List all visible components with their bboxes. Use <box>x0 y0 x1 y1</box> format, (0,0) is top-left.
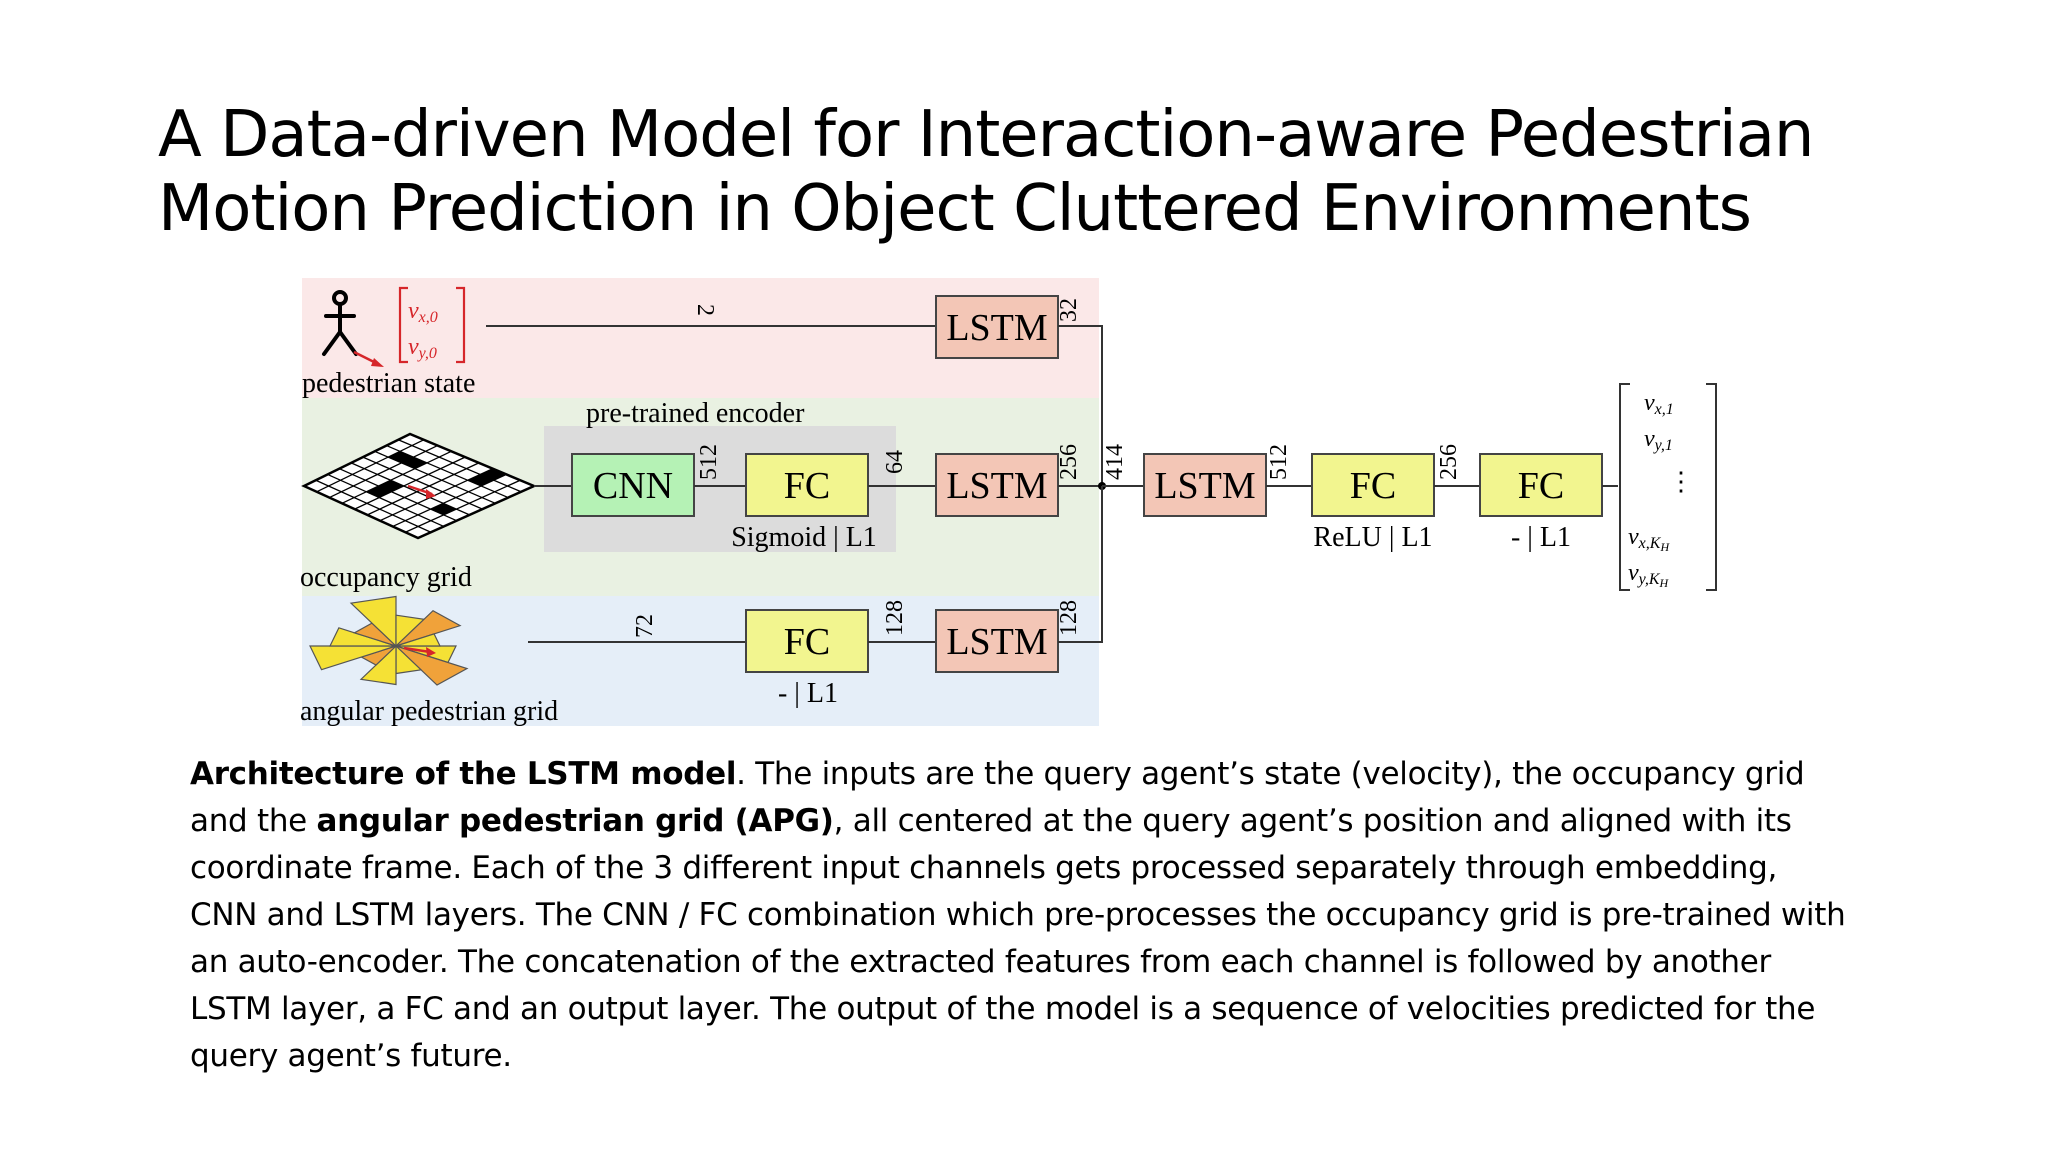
lstm-block-label: LSTM <box>946 307 1047 349</box>
slide-title: A Data-driven Model for Interaction-awar… <box>158 98 1958 246</box>
input-velocity-vector: vx,0 vy,0 <box>398 286 466 364</box>
dim-label-concat: 414 <box>1102 444 1128 480</box>
dim-label-enc-fc-out: 64 <box>882 450 908 474</box>
encoder-label: pre-trained encoder <box>586 398 805 429</box>
lstm-architecture-diagram: vx,0 vy,0 pedestrian state 2 LSTM 32 occ… <box>300 278 1717 727</box>
svg-text:vx,KH: vx,KH <box>1628 524 1670 554</box>
dim-label-lstm-out: 512 <box>1266 444 1292 480</box>
occupancy-grid-label: occupancy grid <box>300 562 472 593</box>
fc-block-label: FC <box>784 621 830 663</box>
dim-label-apg-lstm-out: 128 <box>1056 600 1082 636</box>
encoder-fc-activation: Sigmoid | L1 <box>731 522 877 553</box>
lstm-block-label: LSTM <box>946 465 1047 507</box>
dim-label-apg-in: 72 <box>632 614 658 638</box>
lstm-block-label: LSTM <box>1154 465 1255 507</box>
lstm-block-label: LSTM <box>946 621 1047 663</box>
angular-pedestrian-grid-icon <box>309 595 469 686</box>
fc-block-1 <box>1311 453 1435 517</box>
lstm-block-occupancy <box>935 453 1059 517</box>
cnn-block-label: CNN <box>593 465 673 507</box>
fc2-activation: - | L1 <box>1511 522 1571 553</box>
dim-label-ped-lstm-out: 32 <box>1056 298 1082 322</box>
figure-caption: Architecture of the LSTM model. The inpu… <box>190 751 1850 1080</box>
lstm-block-apg <box>935 609 1059 673</box>
fc1-activation: ReLU | L1 <box>1313 522 1432 553</box>
apg-arrow-icon <box>403 646 436 657</box>
output-velocity-vector: vx,1 vy,1 ⋮ vx,KH vy,KH <box>1619 383 1717 591</box>
fc-block-label: FC <box>1350 465 1396 507</box>
dim-label-cnn-out: 512 <box>696 444 722 480</box>
title-line-1: A Data-driven Model for Interaction-awar… <box>158 98 1814 172</box>
svg-text:vy,1: vy,1 <box>1644 426 1673 454</box>
velocity-arrow-icon <box>353 350 384 367</box>
caption-bold-1: Architecture of the LSTM model <box>190 756 737 792</box>
pedestrian-state-label: pedestrian state <box>302 368 475 399</box>
dim-label-ped-in: 2 <box>692 304 718 316</box>
caption-bold-2: angular pedestrian grid (APG) <box>316 803 834 839</box>
caption-text-1: . The inputs are the query agent’s state… <box>190 756 1805 839</box>
svg-text:⋮: ⋮ <box>1668 467 1694 496</box>
dim-label-occ-lstm-out: 256 <box>1056 444 1082 480</box>
svg-text:vx,0: vx,0 <box>408 298 438 326</box>
svg-text:vx,1: vx,1 <box>1644 390 1674 418</box>
apg-fc-activation: - | L1 <box>778 678 838 709</box>
dim-label-apg-fc-out: 128 <box>882 600 908 636</box>
occupancy-grid-icon <box>301 432 538 540</box>
angular-grid-label: angular pedestrian grid <box>300 696 558 727</box>
apg-fc-block <box>745 609 869 673</box>
svg-text:vy,KH: vy,KH <box>1628 560 1670 590</box>
svg-text:vy,0: vy,0 <box>408 334 437 362</box>
dim-label-fc1-out: 256 <box>1436 444 1462 480</box>
caption-text-2: , all centered at the query agent’s posi… <box>190 803 1846 1074</box>
fc-block-label: FC <box>1518 465 1564 507</box>
cnn-block <box>571 453 695 517</box>
title-line-2: Motion Prediction in Object Cluttered En… <box>158 172 1752 246</box>
fc-block-label: FC <box>784 465 830 507</box>
stick-figure-icon <box>322 290 358 356</box>
lstm-block-merged <box>1143 453 1267 517</box>
